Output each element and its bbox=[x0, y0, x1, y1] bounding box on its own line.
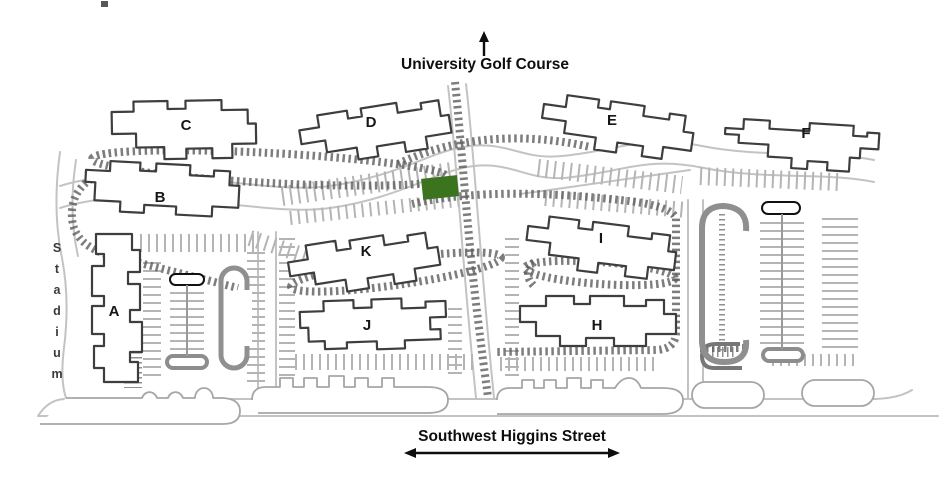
building-j bbox=[298, 297, 448, 351]
garage-buildings-layer bbox=[40, 201, 875, 425]
building-e-label: E bbox=[607, 112, 617, 129]
parking-island bbox=[165, 354, 209, 370]
building-k-label: K bbox=[361, 243, 372, 260]
building-labels-layer: A B C D E F K J I H bbox=[109, 112, 811, 334]
parking-island bbox=[169, 273, 205, 286]
street-direction-arrow-icon bbox=[404, 448, 620, 458]
building-i bbox=[525, 215, 678, 280]
building-c-label: C bbox=[181, 117, 192, 134]
building-d bbox=[298, 99, 453, 161]
street-label: Southwest Higgins Street bbox=[418, 428, 606, 445]
scan-artifact bbox=[101, 1, 108, 7]
building-f-label: F bbox=[801, 125, 810, 142]
highlight-marker bbox=[421, 175, 460, 200]
parking-island bbox=[761, 347, 805, 363]
building-a-label: A bbox=[109, 303, 120, 320]
parking-island bbox=[761, 201, 801, 215]
building-i-label: I bbox=[599, 230, 603, 247]
buildings-layer bbox=[84, 94, 881, 384]
building-k bbox=[286, 231, 442, 293]
building-h-label: H bbox=[592, 317, 603, 334]
building-d-label: D bbox=[366, 114, 377, 131]
building-f bbox=[723, 117, 881, 173]
building-a bbox=[90, 232, 144, 384]
building-e bbox=[540, 94, 695, 160]
building-c bbox=[110, 98, 258, 161]
footpath-loop-ih bbox=[521, 256, 679, 290]
building-j-label: J bbox=[363, 317, 371, 334]
parking-median bbox=[699, 202, 750, 366]
north-arrow-icon bbox=[479, 31, 489, 56]
building-b-label: B bbox=[155, 189, 166, 206]
building-h bbox=[518, 294, 678, 348]
parking-stalls-layer bbox=[124, 159, 858, 388]
building-b bbox=[84, 159, 241, 218]
north-destination-label: University Golf Course bbox=[401, 56, 569, 73]
